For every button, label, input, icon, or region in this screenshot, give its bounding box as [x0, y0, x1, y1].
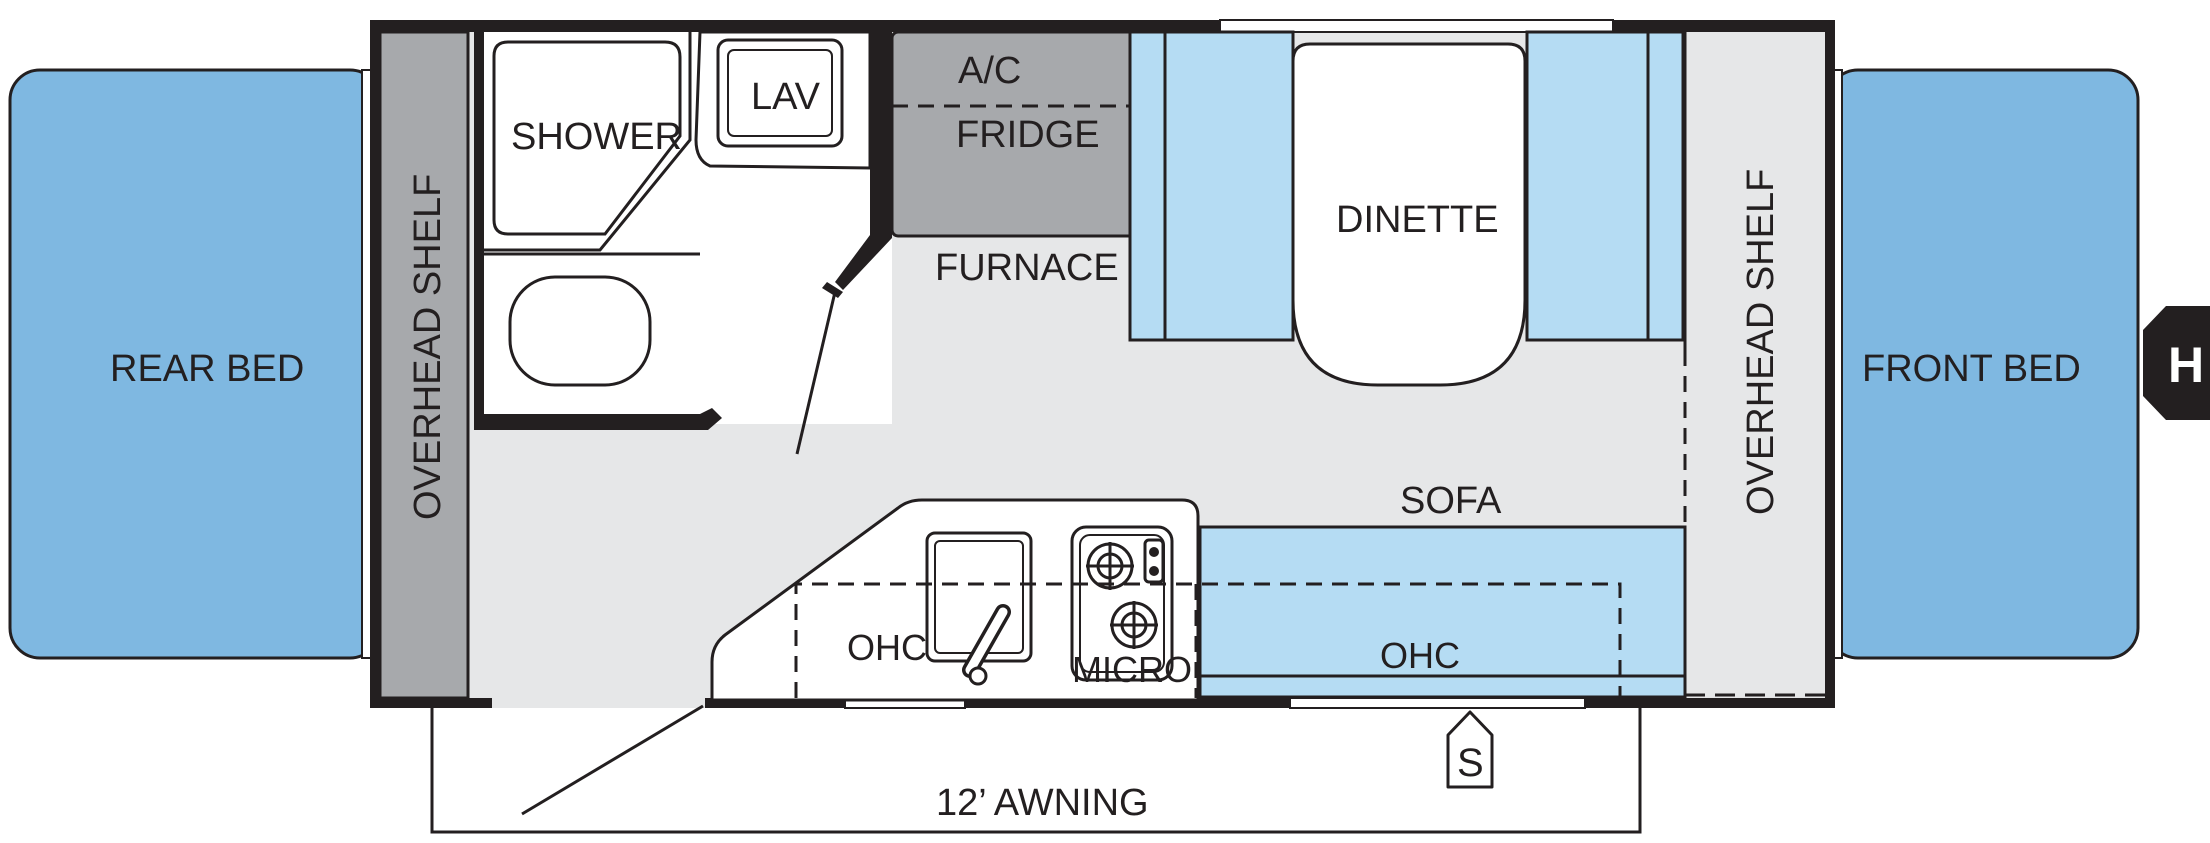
- entry-door: [521, 704, 704, 816]
- overhead-shelf-rear: [378, 30, 470, 700]
- shower: [492, 40, 682, 236]
- front-bed-label: FRONT BED: [1862, 348, 2081, 390]
- window-top: [1219, 19, 1614, 33]
- s-badge: [1446, 710, 1494, 789]
- s-badge-label: S: [1457, 741, 1484, 785]
- awning-label: 12’ AWNING: [936, 782, 1149, 824]
- rear-bed-label: REAR BED: [110, 348, 304, 390]
- furnace-label: FURNACE: [935, 247, 1119, 289]
- lav-sink: [716, 38, 844, 148]
- burner-bottom: [1110, 601, 1158, 649]
- bath-door: [795, 291, 837, 455]
- micro-label: MICRO: [1072, 649, 1192, 690]
- overhead-shelf-rear-label: OVERHEAD SHELF: [407, 174, 449, 520]
- fridge-label: FRIDGE: [956, 114, 1100, 156]
- front-wall-top-right: [1613, 20, 1835, 32]
- wall-bottom-4: [1585, 698, 1835, 708]
- wall-left: [370, 20, 380, 708]
- wall-bottom-2: [705, 698, 845, 708]
- dinette-seat-right: [1525, 30, 1685, 342]
- sofa: [1198, 525, 1687, 699]
- wall-right: [1825, 20, 1835, 708]
- ac-label: A/C: [958, 50, 1021, 92]
- overhead-shelf-front-label: OVERHEAD SHELF: [1740, 169, 1782, 515]
- ohc-sofa-label: OHC: [1380, 635, 1460, 676]
- dinette-label: DINETTE: [1336, 199, 1499, 241]
- dinette-table: [1291, 42, 1527, 387]
- sofa-label: SOFA: [1400, 480, 1502, 522]
- h-badge: [2143, 306, 2210, 420]
- burner-top: [1086, 542, 1134, 590]
- wall-bottom-3: [965, 698, 1290, 708]
- h-badge-label: H: [2168, 337, 2204, 393]
- dinette-seat-left: [1128, 30, 1295, 342]
- awning: [430, 708, 1642, 834]
- lav-label: LAV: [751, 76, 821, 118]
- overhead-shelf-front: [1685, 32, 1825, 698]
- ohc-kitchen-label: OHC: [847, 627, 927, 668]
- shower-label: SHOWER: [511, 116, 682, 158]
- toilet: [508, 275, 652, 387]
- ohc-outline: [794, 582, 1622, 698]
- window-bottom-2: [1289, 697, 1586, 709]
- wall-bottom-1: [370, 698, 492, 708]
- front-wall-top: [370, 20, 1220, 32]
